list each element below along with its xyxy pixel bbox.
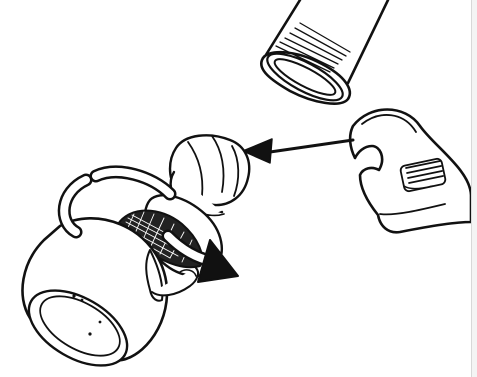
page-frame-border: [471, 0, 477, 377]
shower-head: [16, 195, 222, 377]
adjustable-wrench: [350, 110, 471, 233]
threaded-pipe: [261, 0, 388, 109]
wrench-to-nut-arrow: [243, 139, 353, 163]
